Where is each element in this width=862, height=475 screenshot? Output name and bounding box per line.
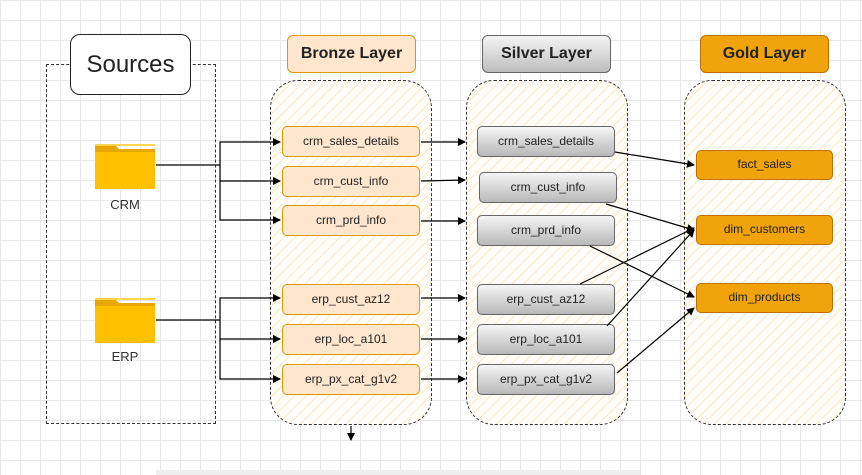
gold-layer-container (684, 80, 846, 425)
bottom-scroll-bar (156, 470, 640, 475)
connector-bronze-silver-2 (420, 176, 466, 185)
gold-table-node: fact_sales (696, 150, 833, 180)
erp-label: ERP (111, 349, 139, 364)
silver-table-node: erp_loc_a101 (477, 324, 615, 355)
connector-silver-gold-5 (606, 229, 695, 327)
silver-table-node: crm_sales_details (477, 126, 615, 157)
sources-title: Sources (70, 34, 191, 95)
bronze-table-node: crm_cust_info (282, 166, 420, 197)
crm-label: CRM (110, 197, 140, 212)
connector-silver-gold-4 (579, 227, 695, 285)
bronze-table-node: erp_px_cat_g1v2 (282, 364, 420, 395)
bronze-table-node: erp_cust_az12 (282, 284, 420, 315)
connector-crm-bronze-1 (156, 138, 281, 166)
silver-table-node: crm_prd_info (477, 215, 615, 246)
connector-silver-gold-3 (589, 245, 695, 298)
gold-layer-title: Gold Layer (700, 35, 829, 73)
silver-layer-title: Silver Layer (482, 35, 611, 73)
connector-silver-gold-2 (605, 203, 695, 232)
bronze-table-node: erp_loc_a101 (282, 324, 420, 355)
connector-erp-bronze-2 (219, 320, 281, 343)
gold-table-node: dim_customers (696, 215, 833, 245)
crm-folder-icon (94, 140, 156, 190)
bronze-layer-title: Bronze Layer (287, 35, 416, 73)
gold-table-node: dim_products (696, 283, 833, 313)
bronze-table-node: crm_prd_info (282, 205, 420, 236)
erp-folder-icon (94, 294, 156, 344)
connector-silver-gold-1 (614, 151, 695, 168)
bronze-table-node: crm_sales_details (282, 126, 420, 157)
silver-table-node: erp_cust_az12 (477, 284, 615, 315)
connector-erp-bronze-3 (219, 339, 281, 383)
silver-table-node: erp_px_cat_g1v2 (477, 364, 615, 395)
connector-erp-bronze-1 (156, 294, 281, 321)
connector-silver-gold-6 (616, 307, 695, 374)
connector-crm-bronze-3 (219, 181, 281, 224)
connector-crm-bronze-2 (219, 165, 281, 185)
silver-table-node: crm_cust_info (479, 172, 617, 203)
